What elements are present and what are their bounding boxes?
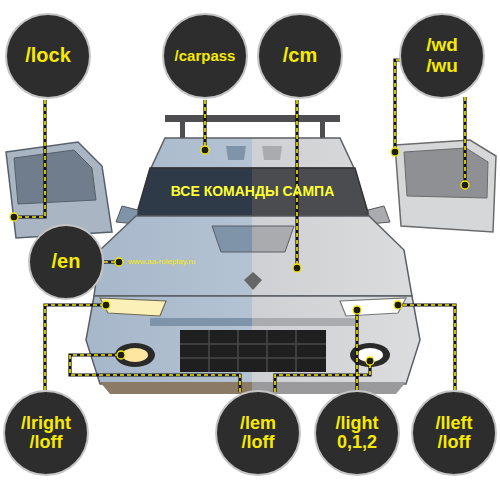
command-text: /lock (25, 45, 71, 67)
roof-scoop (262, 146, 282, 160)
roof (151, 138, 354, 168)
command-text: /lright /loff (21, 414, 71, 453)
right-door (395, 140, 496, 232)
windshield-text: ВСЕ КОМАНДЫ САМПА (136, 183, 369, 199)
leader-dashes (14, 60, 465, 392)
command-text: /light 0,1,2 (336, 414, 379, 453)
roof-scoop (226, 146, 246, 160)
command-text: /wd /wu (426, 35, 458, 76)
command-text: /carpass (175, 48, 236, 64)
command-circle: /carpass (162, 13, 248, 99)
leader-dots (10, 146, 469, 365)
command-circle: /wd /wu (399, 13, 485, 99)
grille (180, 330, 326, 372)
headlight (100, 298, 166, 316)
leader-lines (14, 60, 465, 392)
command-circle: /lright /loff (3, 390, 89, 476)
hood-scoop (212, 226, 294, 252)
command-text: /lem /loff (240, 414, 276, 453)
command-text: /cm (283, 45, 317, 67)
command-circle: /light 0,1,2 (314, 390, 400, 476)
watermark: www.aa-roleplay.ru (128, 257, 195, 266)
spoiler (165, 115, 340, 140)
command-text: /en (52, 251, 81, 273)
fog-light (115, 343, 155, 367)
hood (94, 216, 412, 296)
emblem (244, 272, 262, 290)
windshield (136, 168, 369, 216)
command-circle: /en (28, 224, 104, 300)
bumper-slot (150, 318, 355, 326)
command-circle: /lock (5, 13, 91, 99)
command-circle: /lleft /loff (411, 390, 497, 476)
command-text: /lleft /loff (435, 414, 472, 453)
headlight (340, 298, 406, 316)
command-circle: /cm (257, 13, 343, 99)
command-circle: /lem /loff (215, 390, 301, 476)
